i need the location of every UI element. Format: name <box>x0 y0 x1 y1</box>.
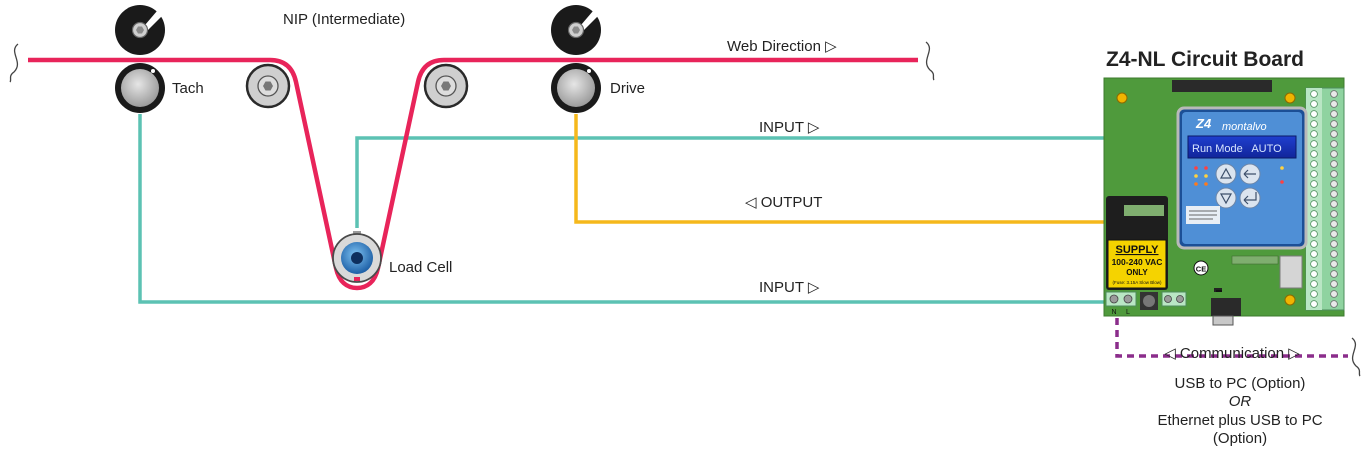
terminal-screw <box>1310 180 1318 188</box>
idler-roller-left <box>245 63 291 109</box>
nip-roller-tach <box>115 5 165 55</box>
terminal-screw <box>1310 120 1318 128</box>
load-cell-label: Load Cell <box>389 259 452 276</box>
keypad-up-button <box>1215 163 1237 185</box>
power-terminal: N L <box>1105 291 1187 316</box>
brand-label: montalvo <box>1222 121 1267 133</box>
terminal-screw <box>1330 170 1338 178</box>
tach-roller <box>115 63 165 113</box>
enter-arrow-icon <box>1243 192 1257 205</box>
board-title: Z4-NL Circuit Board <box>1106 48 1304 71</box>
comm-ethernet-option-note: (Option) <box>1213 430 1267 447</box>
terminal-screw <box>1330 250 1338 258</box>
terminal-screw <box>1310 200 1318 208</box>
input-wire-load-cell <box>355 136 1104 228</box>
terminal-screw <box>1330 130 1338 138</box>
terminal-screw <box>1330 180 1338 188</box>
output-wire-drive <box>574 114 1104 224</box>
terminal-screw <box>1310 290 1318 298</box>
terminal-screw <box>1330 300 1338 308</box>
keypad-module: Z4 montalvo Run Mode AUTO <box>1176 106 1308 250</box>
terminal-screw <box>1310 90 1318 98</box>
terminal-screw <box>1330 290 1338 298</box>
web-direction-label: Web Direction ▷ <box>727 38 837 55</box>
output-label: ◁ OUTPUT <box>745 194 822 211</box>
input-wire-tach <box>138 114 1104 304</box>
terminal-n-label: N <box>1111 309 1116 316</box>
terminal-screw <box>1310 210 1318 218</box>
drive-label: Drive <box>610 80 645 97</box>
terminal-screw <box>1310 280 1318 288</box>
terminal-screw <box>1330 220 1338 228</box>
ribbon-connector <box>1172 80 1272 92</box>
terminal-screw <box>1310 190 1318 198</box>
ce-mark: CE <box>1196 265 1206 274</box>
z4-logo: Z4 <box>1195 116 1212 131</box>
web-break-left-icon <box>9 43 19 83</box>
input-label-top: INPUT ▷ <box>759 119 820 136</box>
terminal-screw <box>1310 220 1318 228</box>
terminal-screw <box>1330 280 1338 288</box>
back-arrow-icon <box>1243 169 1256 179</box>
drive-roller <box>551 63 601 113</box>
down-arrow-icon <box>1219 193 1233 205</box>
load-cell-roller <box>332 231 382 283</box>
supply-title: SUPPLY <box>1115 244 1159 256</box>
idler-roller-right <box>423 63 469 109</box>
terminal-screw <box>1330 110 1338 118</box>
terminal-screw <box>1310 230 1318 238</box>
web-path <box>28 57 918 291</box>
up-arrow-icon <box>1219 167 1233 179</box>
display-text: Run Mode AUTO <box>1192 143 1282 155</box>
power-module: SUPPLY 100-240 VAC ONLY (Fuse: 3.15A Slo… <box>1106 196 1168 290</box>
comm-usb-option: USB to PC (Option) <box>1175 375 1306 392</box>
terminal-screw <box>1330 230 1338 238</box>
tach-label: Tach <box>172 80 204 97</box>
communication-line <box>1115 318 1348 358</box>
comm-or: OR <box>1229 393 1252 410</box>
terminal-screw <box>1310 270 1318 278</box>
web-break-right-icon <box>925 41 935 81</box>
terminal-screw <box>1310 100 1318 108</box>
terminal-screw <box>1310 170 1318 178</box>
nip-roller-drive <box>551 5 601 55</box>
terminal-screw <box>1310 130 1318 138</box>
lcd-display <box>1187 135 1297 159</box>
terminal-block <box>1305 87 1345 311</box>
terminal-screw <box>1310 240 1318 248</box>
nip-label: NIP (Intermediate) <box>283 11 405 28</box>
supply-fuse: (Fuse: 3.15A Slow Blow) <box>1112 280 1162 285</box>
communication-label: ◁ Communication ▷ <box>1164 345 1300 362</box>
terminal-screw <box>1330 160 1338 168</box>
terminal-screw <box>1330 100 1338 108</box>
comm-ethernet-option: Ethernet plus USB to PC <box>1157 412 1322 429</box>
terminal-screw <box>1310 260 1318 268</box>
terminal-screw <box>1310 140 1318 148</box>
supply-voltage: 100-240 VAC <box>1112 257 1163 267</box>
terminal-screw <box>1330 240 1338 248</box>
terminal-screw <box>1330 90 1338 98</box>
terminal-screw <box>1330 200 1338 208</box>
terminal-screw <box>1310 300 1318 308</box>
terminal-screw <box>1330 190 1338 198</box>
terminal-l-label: L <box>1126 309 1130 316</box>
terminal-screw <box>1330 150 1338 158</box>
terminal-screw <box>1330 120 1338 128</box>
terminal-screw <box>1310 150 1318 158</box>
terminal-screw <box>1330 270 1338 278</box>
terminal-screw <box>1310 160 1318 168</box>
keypad-down-button <box>1215 187 1237 209</box>
board-components: CE <box>1193 255 1303 326</box>
terminal-screw <box>1310 110 1318 118</box>
terminal-screw <box>1330 210 1338 218</box>
input-label-bottom: INPUT ▷ <box>759 279 820 296</box>
terminal-screw <box>1330 140 1338 148</box>
supply-only: ONLY <box>1126 268 1148 277</box>
terminal-screw <box>1330 260 1338 268</box>
terminal-screw <box>1310 250 1318 258</box>
keypad-enter-button <box>1239 187 1261 209</box>
comm-break-icon <box>1351 337 1361 377</box>
